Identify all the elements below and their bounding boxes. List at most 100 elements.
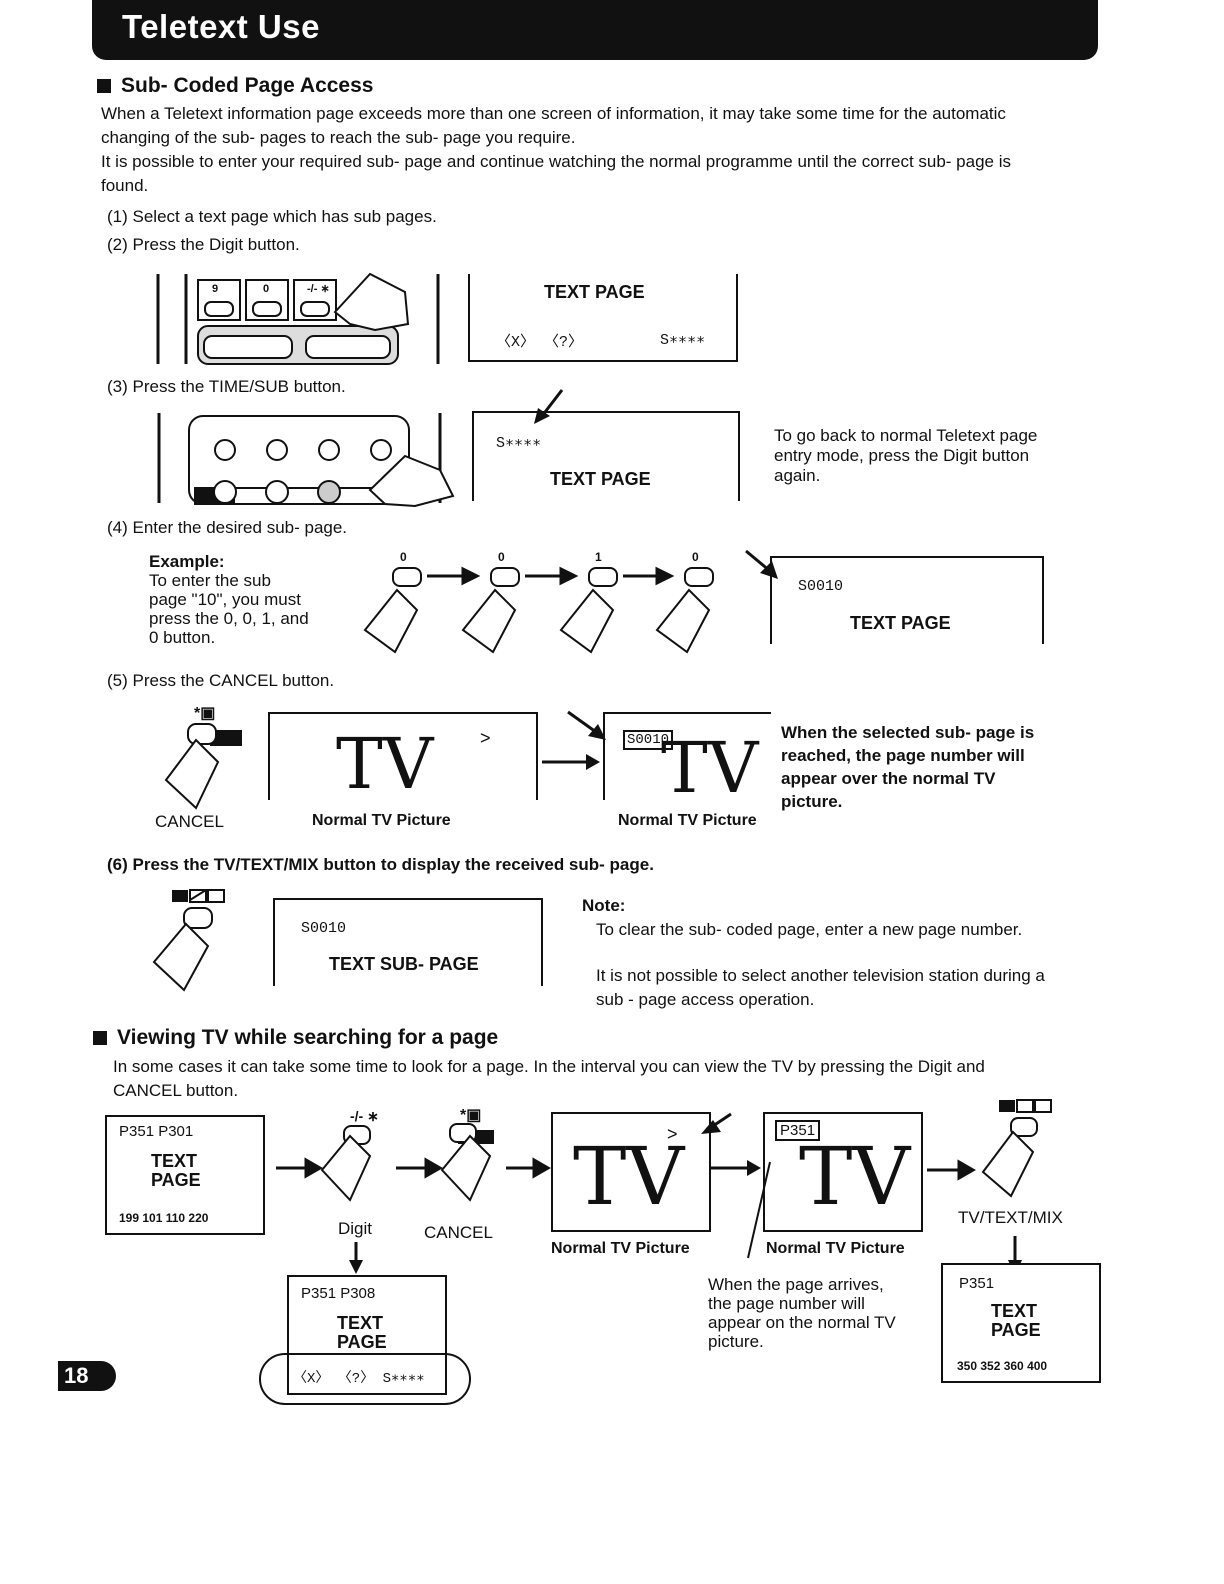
box-title-line: PAGE <box>337 1332 387 1352</box>
bullet-square-icon <box>93 1031 107 1045</box>
note-label: Note: <box>582 896 626 915</box>
step6-text-screen: S0010 TEXT SUB- PAGE <box>273 898 543 986</box>
step-4: (4) Enter the desired sub- page. <box>107 518 348 537</box>
note-line: To go back to normal Teletext page <box>774 426 1038 445</box>
box-title-line: PAGE <box>991 1320 1041 1340</box>
digit-symbol: -/- ∗ <box>350 1108 379 1124</box>
note-line: appear over the normal TV <box>781 769 996 788</box>
step-1: (1) Select a text page which has sub pag… <box>107 207 437 226</box>
highlight-oval <box>259 1353 471 1405</box>
digit-sequence-illustration <box>363 566 714 654</box>
key-label-0: 0 <box>263 283 270 295</box>
digit-label: 1 <box>595 550 602 564</box>
subpage-badge: S0010 <box>623 730 674 750</box>
tv-marker: > <box>480 728 491 748</box>
box-top: P351 P301 <box>119 1123 194 1140</box>
box-title: TEXT PAGE <box>991 1302 1041 1340</box>
intro-line: changing of the sub- pages to reach the … <box>101 128 576 147</box>
step3-note: To go back to normal Teletext page entry… <box>774 426 1100 486</box>
tv-picture-text: TV <box>661 727 759 809</box>
box-bottom: 〈X〉 〈?〉 S∗∗∗∗ <box>293 1371 425 1387</box>
step6-note: Note: To clear the sub- coded page, ente… <box>582 894 1045 1012</box>
digit-label: 0 <box>498 550 505 564</box>
section-heading-sub-coded: Sub- Coded Page Access <box>97 74 373 98</box>
example-line: press the 0, 0, 1, and <box>149 609 309 628</box>
screen-bottom-right: S∗∗∗∗ <box>660 332 706 349</box>
step4-example: Example: To enter the sub page "10", you… <box>149 552 309 647</box>
example-line: page "10", you must <box>149 590 301 609</box>
digit-cancel-sequence <box>276 1123 552 1202</box>
tvtextmix-button-illustration-2 <box>927 1099 1052 1198</box>
screen1-caption: Normal TV Picture <box>312 812 451 829</box>
example-line: To enter the sub <box>149 571 271 590</box>
screen-title: TEXT SUB- PAGE <box>329 954 479 974</box>
note-line: again. <box>774 466 821 485</box>
key-label-digit: -/- ∗ <box>307 283 330 295</box>
box-title: TEXT PAGE <box>337 1314 387 1352</box>
screen-title: TEXT PAGE <box>544 282 645 302</box>
section2-paragraph: In some cases it can take some time to l… <box>113 1055 985 1103</box>
intro-line: found. <box>101 176 149 195</box>
cancel-button-illustration: *▣ <box>164 705 242 810</box>
note-line: the page number will <box>708 1294 865 1313</box>
box-title-line: PAGE <box>151 1170 201 1190</box>
digit-label: Digit <box>338 1219 373 1238</box>
box-title-line: TEXT <box>337 1313 384 1333</box>
step2-text-screen: TEXT PAGE 〈X〉 〈?〉 S∗∗∗∗ <box>468 274 738 362</box>
step5-tv-screen-1: TV > <box>268 712 538 804</box>
arrive-note: When the page arrives, the page number w… <box>708 1275 922 1351</box>
section2-tv-screen-1: TV > <box>551 1112 711 1232</box>
step5-note: When the selected sub- page is reached, … <box>781 721 1061 813</box>
note-line: reached, the page number will <box>781 746 1025 765</box>
step-2: (2) Press the Digit button. <box>107 235 300 254</box>
screen-top: S∗∗∗∗ <box>496 435 542 452</box>
tv-picture-text: TV <box>799 1130 911 1223</box>
box-top: P351 P308 <box>301 1285 376 1302</box>
section2-tv-screen-2: P351 TV <box>763 1112 923 1232</box>
tv-picture-text: TV <box>573 1130 685 1223</box>
intro-paragraph: When a Teletext information page exceeds… <box>101 102 1111 198</box>
tv-marker: > <box>667 1124 678 1144</box>
section2-text-box-2: P351 P308 TEXT PAGE 〈X〉 〈?〉 S∗∗∗∗ <box>287 1275 447 1395</box>
step-5: (5) Press the CANCEL button. <box>107 671 335 690</box>
screen-bottom-left: 〈X〉 〈?〉 <box>496 334 584 351</box>
cancel-symbol-icon: *▣ <box>460 1107 482 1124</box>
note-line: To clear the sub- coded page, enter a ne… <box>596 920 1023 939</box>
tvtextmix-label: TV/TEXT/MIX <box>958 1208 1063 1227</box>
digit-label: 0 <box>692 550 699 564</box>
bullet-square-icon <box>97 79 111 93</box>
screen-title: TEXT PAGE <box>550 469 651 489</box>
key-label-9: 9 <box>212 283 219 295</box>
box-bottom: 199 101 110 220 <box>119 1211 209 1225</box>
section-heading-text: Sub- Coded Page Access <box>121 74 374 97</box>
tv1-caption: Normal TV Picture <box>551 1240 690 1257</box>
remote-digit-illustration <box>156 272 440 365</box>
arrow-down-icon <box>349 1242 363 1274</box>
arrow-down-right-icon <box>745 549 778 579</box>
tv-picture-text: TV <box>336 723 434 805</box>
section2-text-box-1: P351 P301 TEXT PAGE 199 101 110 220 <box>105 1115 265 1235</box>
step5-tv-screen-2: S0010 TV <box>603 712 771 808</box>
box-bottom: 350 352 360 400 <box>957 1359 1048 1373</box>
intro-line: It is possible to enter your required su… <box>101 152 1011 171</box>
remote-timesub-illustration <box>157 413 455 508</box>
page-badge: P351 <box>775 1120 821 1141</box>
note-line: sub - page access operation. <box>596 990 815 1009</box>
intro-line: When a Teletext information page exceeds… <box>101 104 1006 123</box>
box-title-line: TEXT <box>151 1151 198 1171</box>
note-line: When the selected sub- page is <box>781 723 1035 742</box>
example-line: 0 button. <box>149 628 216 647</box>
screen-top: S0010 <box>798 578 844 595</box>
page-number-badge: 18 <box>58 1361 116 1391</box>
box-top: P351 <box>959 1275 995 1292</box>
arrow-down-icon <box>534 389 564 424</box>
section-heading-viewing: Viewing TV while searching for a page <box>93 1026 498 1050</box>
para-line: In some cases it can take some time to l… <box>113 1057 985 1076</box>
screen-title: TEXT PAGE <box>850 613 951 633</box>
tv2-caption: Normal TV Picture <box>766 1240 905 1257</box>
section-heading-text: Viewing TV while searching for a page <box>117 1026 499 1049</box>
example-label: Example: <box>149 552 225 571</box>
box-title-line: TEXT <box>991 1301 1038 1321</box>
para-line: CANCEL button. <box>113 1081 239 1100</box>
section2-text-box-3: P351 TEXT PAGE 350 352 360 400 <box>941 1263 1101 1383</box>
